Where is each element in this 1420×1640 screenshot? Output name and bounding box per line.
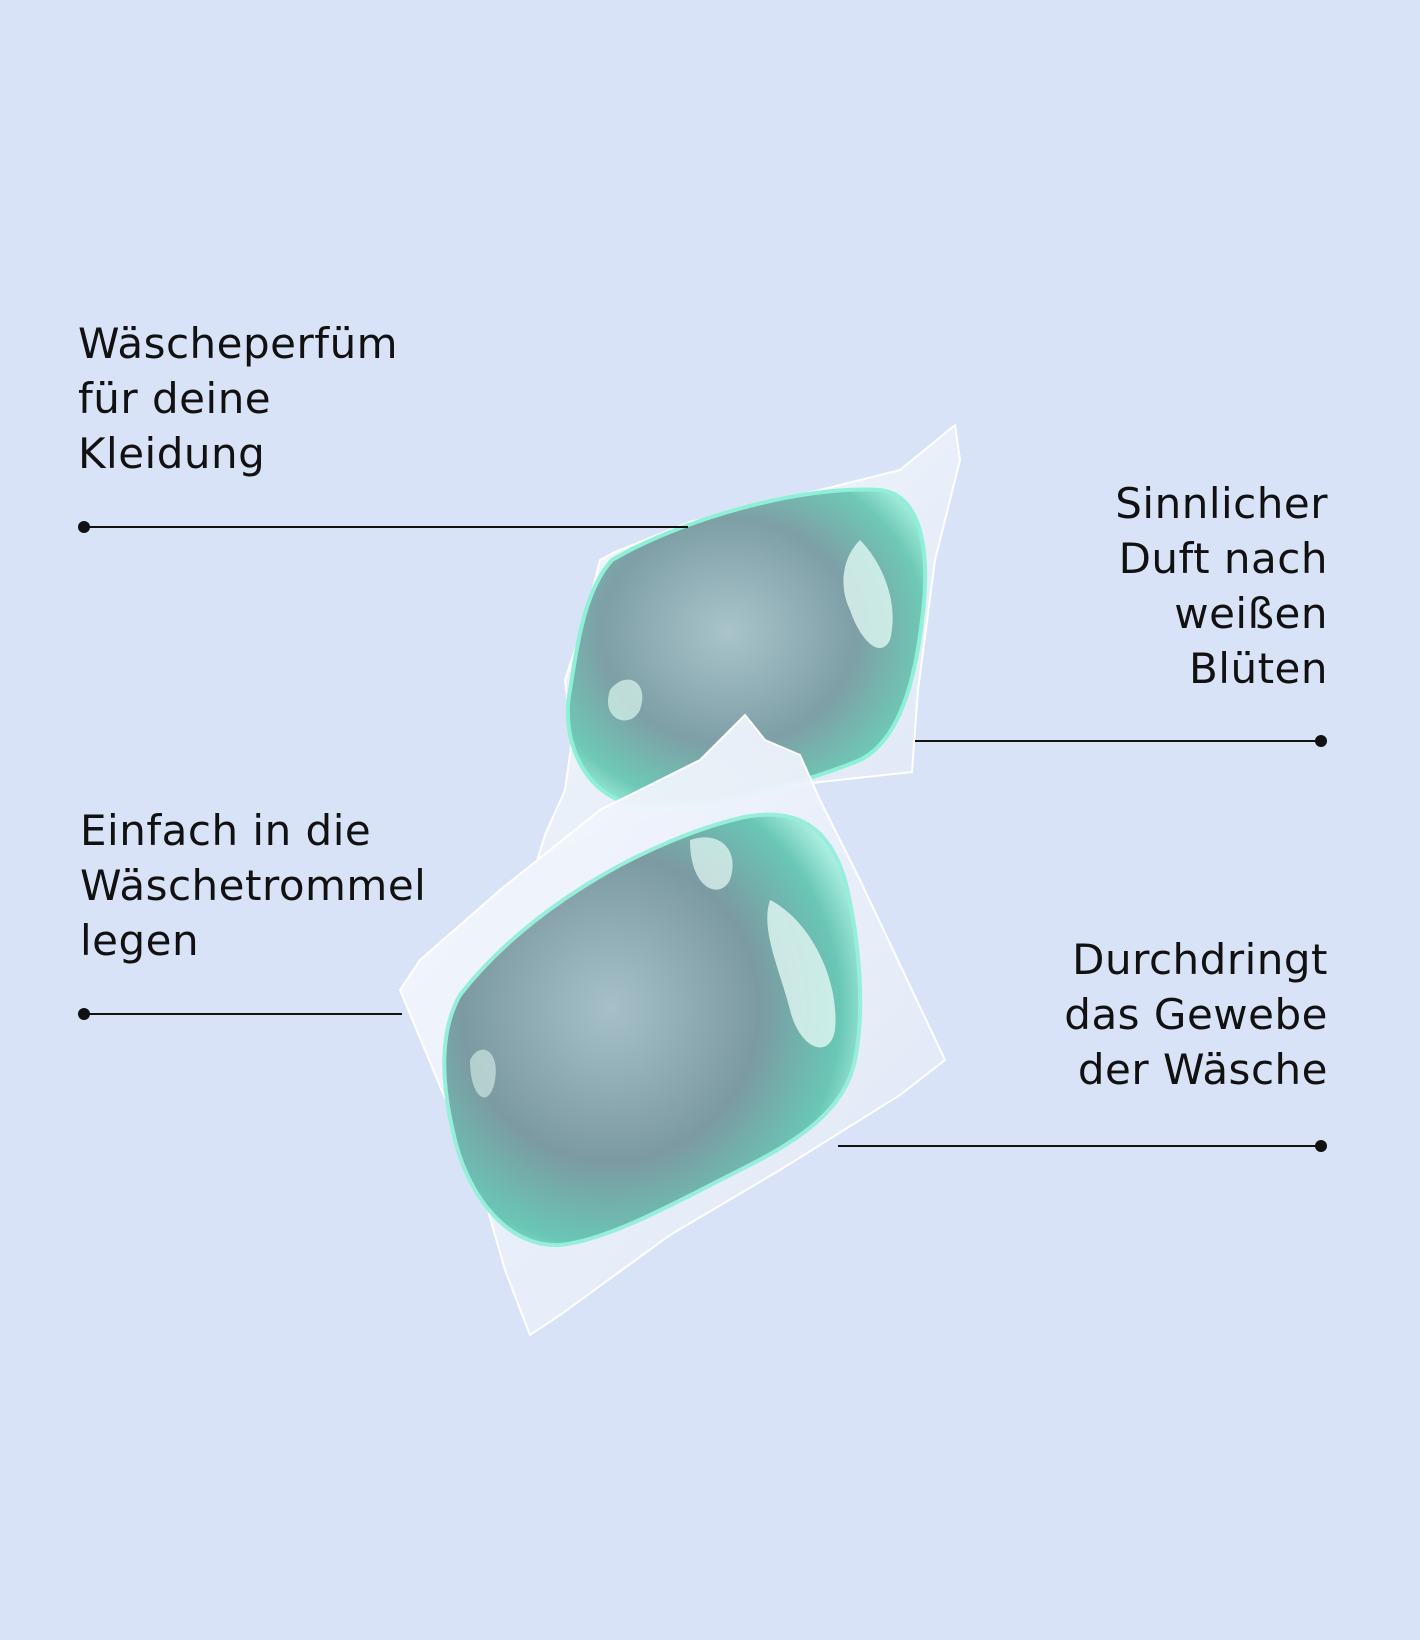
pod-gel-lower bbox=[442, 812, 863, 1248]
callout-dot-bottom-left bbox=[78, 1008, 90, 1020]
callout-text-line: Wäscheperfüm bbox=[78, 319, 399, 368]
callout-text-line: für deine bbox=[78, 374, 272, 423]
callout-text-line: Kleidung bbox=[78, 429, 266, 478]
pod-gel-upper bbox=[565, 487, 928, 808]
callout-text-line: Einfach in die bbox=[80, 806, 372, 855]
callout-top-right: Sinnlicher Duft nach weißen Blüten bbox=[1115, 476, 1328, 696]
callout-text-line: Blüten bbox=[1188, 644, 1328, 693]
callout-text-line: legen bbox=[80, 916, 200, 965]
callout-text-line: weißen bbox=[1174, 589, 1328, 638]
callout-dot-top-right bbox=[1315, 735, 1327, 747]
callout-top-left: Wäscheperfüm für deine Kleidung bbox=[78, 316, 398, 481]
callout-bottom-left: Einfach in die Wäschetrommel legen bbox=[80, 803, 426, 968]
callout-text-line: Duft nach bbox=[1118, 534, 1328, 583]
callout-text-line: das Gewebe bbox=[1064, 990, 1328, 1039]
callout-text-line: der Wäsche bbox=[1077, 1045, 1328, 1094]
callout-dot-bottom-right bbox=[1315, 1140, 1327, 1152]
callout-dot-top-left bbox=[78, 521, 90, 533]
callout-text-line: Wäschetrommel bbox=[80, 861, 427, 910]
callout-bottom-right: Durchdringt das Gewebe der Wäsche bbox=[1064, 932, 1328, 1097]
callout-text-line: Sinnlicher bbox=[1115, 479, 1328, 528]
callout-text-line: Durchdringt bbox=[1072, 935, 1328, 984]
